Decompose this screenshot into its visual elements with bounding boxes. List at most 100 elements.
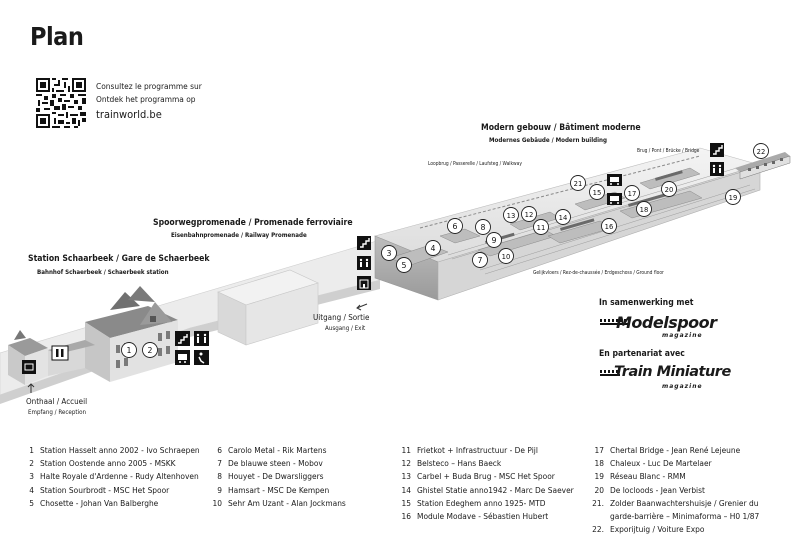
exhibit-marker-9[interactable]: 9: [486, 232, 502, 248]
legend-item-text: Station Edeghem anno 1925- MTD: [417, 497, 546, 508]
legend-item-text: Module Modave - Sébastien Hubert: [417, 511, 549, 522]
station-info-icons: [175, 331, 209, 365]
exhibit-marker-3[interactable]: 3: [381, 245, 397, 261]
legend-item-number: 15: [401, 497, 412, 508]
label-walkway: Loopbrug / Passerelle / Laufsteg / Walkw…: [428, 161, 522, 167]
qr-code[interactable]: [36, 78, 86, 128]
exhibit-marker-11[interactable]: 11: [533, 219, 549, 235]
legend-item-number: 10: [212, 497, 223, 508]
exhibit-marker-13[interactable]: 13: [503, 207, 519, 223]
legend-item-number: 17: [594, 445, 605, 455]
legend-item-number: 3: [29, 471, 34, 482]
exhibit-marker-2[interactable]: 2: [142, 342, 158, 358]
exhibit-marker-6[interactable]: 6: [447, 218, 463, 234]
legend-item-number: 2: [29, 458, 34, 469]
exhibit-marker-22[interactable]: 22: [753, 143, 769, 159]
legend-item-text: Frietkot + Infrastructuur - De Pijl: [417, 445, 538, 455]
legend-item: 18 Chaleux - Luc De Martelaer: [586, 457, 759, 470]
promo-url[interactable]: trainworld.be: [96, 108, 162, 121]
exhibit-marker-4[interactable]: 4: [425, 240, 441, 256]
modelspoor-logo[interactable]: Modelspoor magazine: [600, 313, 740, 341]
exhibit-marker-label: 5: [402, 261, 407, 270]
legend-item-number: 4: [29, 484, 34, 495]
label-modern-building-sub: Modernes Gebäude / Modern building: [489, 137, 607, 144]
restroom-icon: [357, 256, 371, 270]
train-icon: [607, 174, 622, 186]
modelspoor-logo-text: Modelspoor: [616, 313, 717, 332]
legend-item-number: 21.: [592, 497, 604, 508]
legend-item-number: 22.: [592, 524, 604, 535]
exhibit-marker-14[interactable]: 14: [555, 209, 571, 225]
exhibit-marker-label: 10: [502, 253, 511, 261]
exhibit-marker-10[interactable]: 10: [498, 248, 514, 264]
legend-item-text: Station Oostende anno 2005 - MSKK: [40, 458, 176, 469]
label-reception: Onthaal / Accueil: [26, 397, 88, 406]
exhibit-marker-20[interactable]: 20: [661, 181, 677, 197]
legend-item-text: De blauwe steen - Mobov: [228, 458, 323, 469]
legend-item-number: 8: [217, 471, 222, 482]
legend-item: 7 De blauwe steen - Mobov: [210, 457, 346, 470]
exhibit-marker-label: 15: [593, 189, 602, 197]
exhibit-marker-7[interactable]: 7: [472, 252, 488, 268]
promo-line-fr: Consultez le programme sur: [96, 81, 202, 91]
label-reception-sub: Empfang / Reception: [28, 409, 87, 416]
promo-line-nl: Ontdek het programma op: [96, 94, 196, 104]
legend-item-text: Belsteco – Hans Baeck: [417, 458, 502, 469]
exhibit-marker-18[interactable]: 18: [636, 201, 652, 217]
legend-item: 2 Station Oostende anno 2005 - MSKK: [22, 457, 200, 470]
partner-heading-fr: En partenariat avec: [599, 349, 685, 359]
exhibit-marker-label: 18: [640, 206, 649, 214]
exhibit-marker-19[interactable]: 19: [725, 189, 741, 205]
exhibit-marker-16[interactable]: 16: [601, 218, 617, 234]
label-modern-building: Modern gebouw / Bâtiment moderne: [481, 123, 641, 133]
expo-coach: [735, 152, 791, 180]
legend-item: garde-barrière – Minimaforma – H0 1/87: [586, 510, 759, 523]
legend-item-number: 18: [594, 458, 605, 469]
legend-item-text: Carolo Metal - Rik Martens: [228, 445, 327, 455]
exhibit-marker-label: 11: [537, 224, 546, 232]
legend-item-number: 7: [217, 458, 222, 469]
exhibit-marker-21[interactable]: 21: [570, 175, 586, 191]
train-miniature-logo-text: Train Miniature: [614, 364, 731, 380]
label-exit-sub: Ausgang / Exit: [325, 325, 366, 332]
walkway: [419, 155, 701, 229]
train-miniature-logo[interactable]: Train Miniature magazine: [600, 364, 740, 392]
exhibit-marker-label: 22: [757, 148, 766, 156]
exhibit-marker-label: 20: [665, 186, 674, 194]
exhibit-marker-1[interactable]: 1: [121, 342, 137, 358]
label-ground-floor: Gelijkvloers / Rez-de-chaussée / Erdgesc…: [533, 270, 664, 276]
building-icon: [357, 276, 371, 290]
legend-item-number: 9: [217, 484, 222, 495]
exhibit-marker-label: 17: [628, 190, 637, 198]
legend-item: 21.Zolder Baanwachtershuisje / Grenier d…: [586, 497, 759, 510]
exhibit-marker-8[interactable]: 8: [475, 219, 491, 235]
modelspoor-logo-sub: magazine: [662, 332, 703, 339]
pause-icon: [51, 345, 69, 361]
legend-item-number: 16: [401, 511, 412, 522]
exhibit-marker-17[interactable]: 17: [624, 185, 640, 201]
legend-item: 15 Station Edeghem anno 1925- MTD: [399, 497, 574, 510]
legend-item-text: Houyet - De Dwarsliggers: [228, 471, 324, 482]
label-promenade-sub: Eisenbahnpromenade / Railway Promenade: [171, 232, 307, 239]
legend-item-text: Chaleux - Luc De Martelaer: [610, 458, 712, 469]
page-title: Plan: [30, 22, 84, 51]
exhibit-marker-label: 1: [127, 346, 132, 355]
legend-item-number: 19: [594, 471, 605, 482]
stairs-icon-bridge: [710, 143, 724, 157]
exhibit-marker-label: 7: [478, 256, 483, 265]
legend-item-text: Ghistel Statie anno1942 - Marc De Saever: [417, 484, 574, 495]
exhibit-marker-12[interactable]: 12: [521, 206, 537, 222]
exhibit-marker-15[interactable]: 15: [589, 184, 605, 200]
restroom-icon-bridge: [710, 162, 724, 176]
exhibit-marker-5[interactable]: 5: [396, 257, 412, 273]
